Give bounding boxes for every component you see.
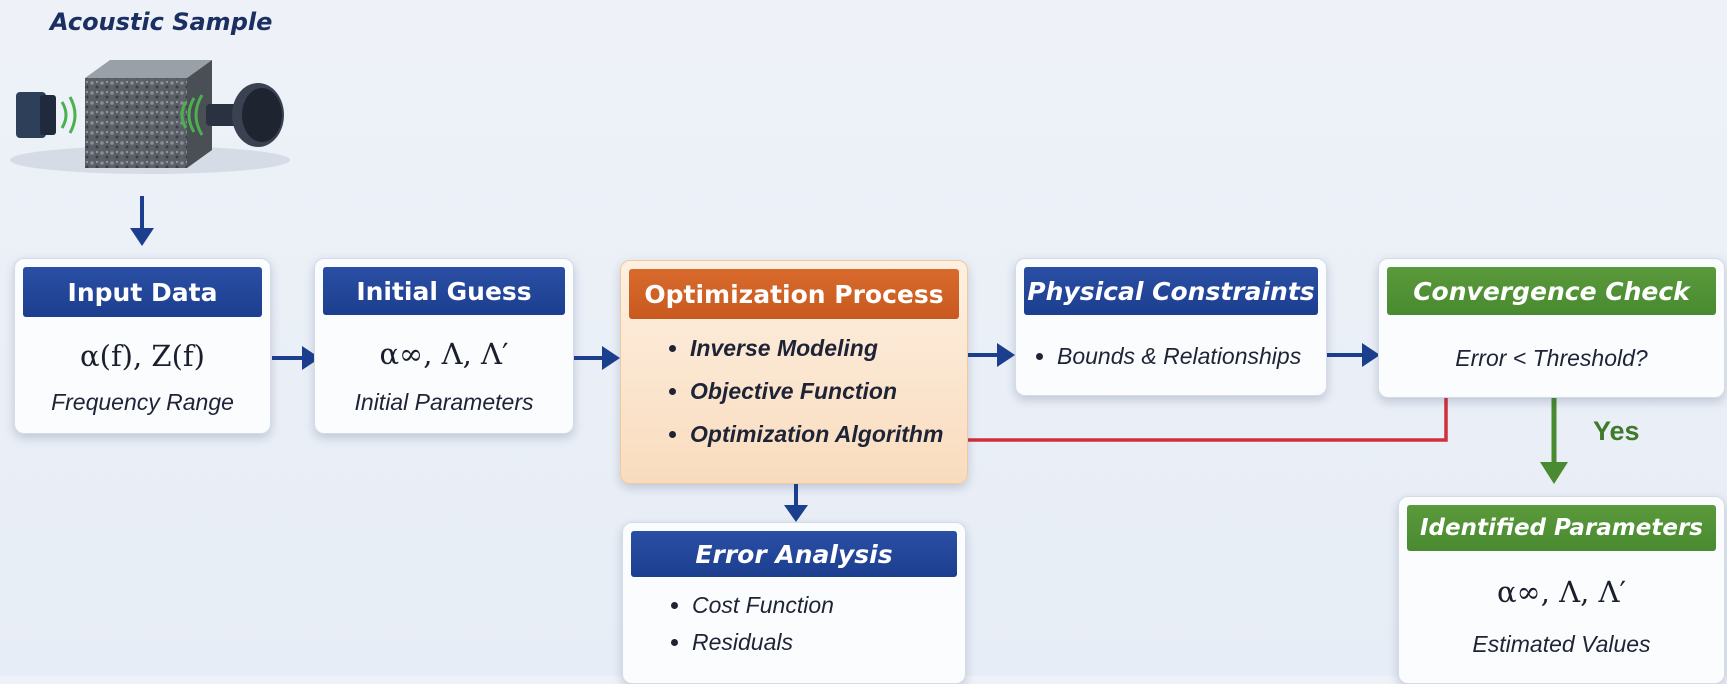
list-item: Bounds & Relationships <box>1036 335 1301 378</box>
optimization-process-box: Optimization Process Inverse Modeling Ob… <box>620 260 968 484</box>
identified-parameters-title: Identified Parameters <box>1407 505 1716 551</box>
convergence-check-caption: Error < Threshold? <box>1455 345 1648 371</box>
input-data-caption: Frequency Range <box>51 389 234 415</box>
acoustic-sample-illustration <box>10 60 290 174</box>
arrow-input-to-guess <box>272 346 320 370</box>
list-item: Inverse Modeling <box>669 327 943 370</box>
list-item: Residuals <box>671 624 834 661</box>
initial-guess-caption: Initial Parameters <box>354 389 534 415</box>
arrow-optimization-to-constraints <box>968 343 1015 367</box>
input-data-formula: α(f), Z(f) <box>80 339 205 373</box>
arrow-guess-to-optimization <box>573 346 620 370</box>
physical-constraints-title: Physical Constraints <box>1024 267 1318 315</box>
arrow-optimization-to-error-analysis <box>784 484 808 522</box>
identified-parameters-box: Identified Parameters α∞, Λ, Λ′ Estimate… <box>1398 496 1725 684</box>
constraints-items: Bounds & Relationships <box>1036 335 1301 378</box>
initial-guess-title: Initial Guess <box>323 267 565 315</box>
initial-guess-formula: α∞, Λ, Λ′ <box>379 337 509 371</box>
porous-cube <box>85 60 212 168</box>
error-analysis-box: Error Analysis Cost Function Residuals <box>622 522 966 684</box>
feedback-loop-line <box>968 398 1448 442</box>
sound-wave-icon <box>60 96 77 134</box>
arrow-sample-to-input <box>130 196 154 246</box>
convergence-check-box: Convergence Check Error < Threshold? <box>1378 258 1725 398</box>
sample-title: Acoustic Sample <box>50 8 273 36</box>
arrow-constraints-to-convergence <box>1327 343 1380 367</box>
speaker-icon <box>16 92 56 138</box>
list-item: Optimization Algorithm <box>669 413 943 456</box>
convergence-check-title: Convergence Check <box>1387 267 1716 315</box>
input-data-title: Input Data <box>23 267 262 317</box>
input-data-box: Input Data α(f), Z(f) Frequency Range <box>14 258 271 434</box>
error-analysis-items: Cost Function Residuals <box>671 587 834 661</box>
microphone-icon <box>206 83 284 147</box>
error-analysis-title: Error Analysis <box>631 531 957 577</box>
sound-wave-icon <box>180 94 204 136</box>
yes-label: Yes <box>1593 416 1640 446</box>
initial-guess-box: Initial Guess α∞, Λ, Λ′ Initial Paramete… <box>314 258 574 434</box>
list-item: Objective Function <box>669 370 943 413</box>
arrow-yes-to-identified <box>1540 398 1568 484</box>
list-item: Cost Function <box>671 587 834 624</box>
optimization-items: Inverse Modeling Objective Function Opti… <box>669 327 943 456</box>
optimization-process-title: Optimization Process <box>629 269 959 319</box>
physical-constraints-box: Physical Constraints Bounds & Relationsh… <box>1015 258 1327 396</box>
identified-parameters-caption: Estimated Values <box>1472 631 1651 657</box>
identified-parameters-formula: α∞, Λ, Λ′ <box>1496 575 1627 609</box>
